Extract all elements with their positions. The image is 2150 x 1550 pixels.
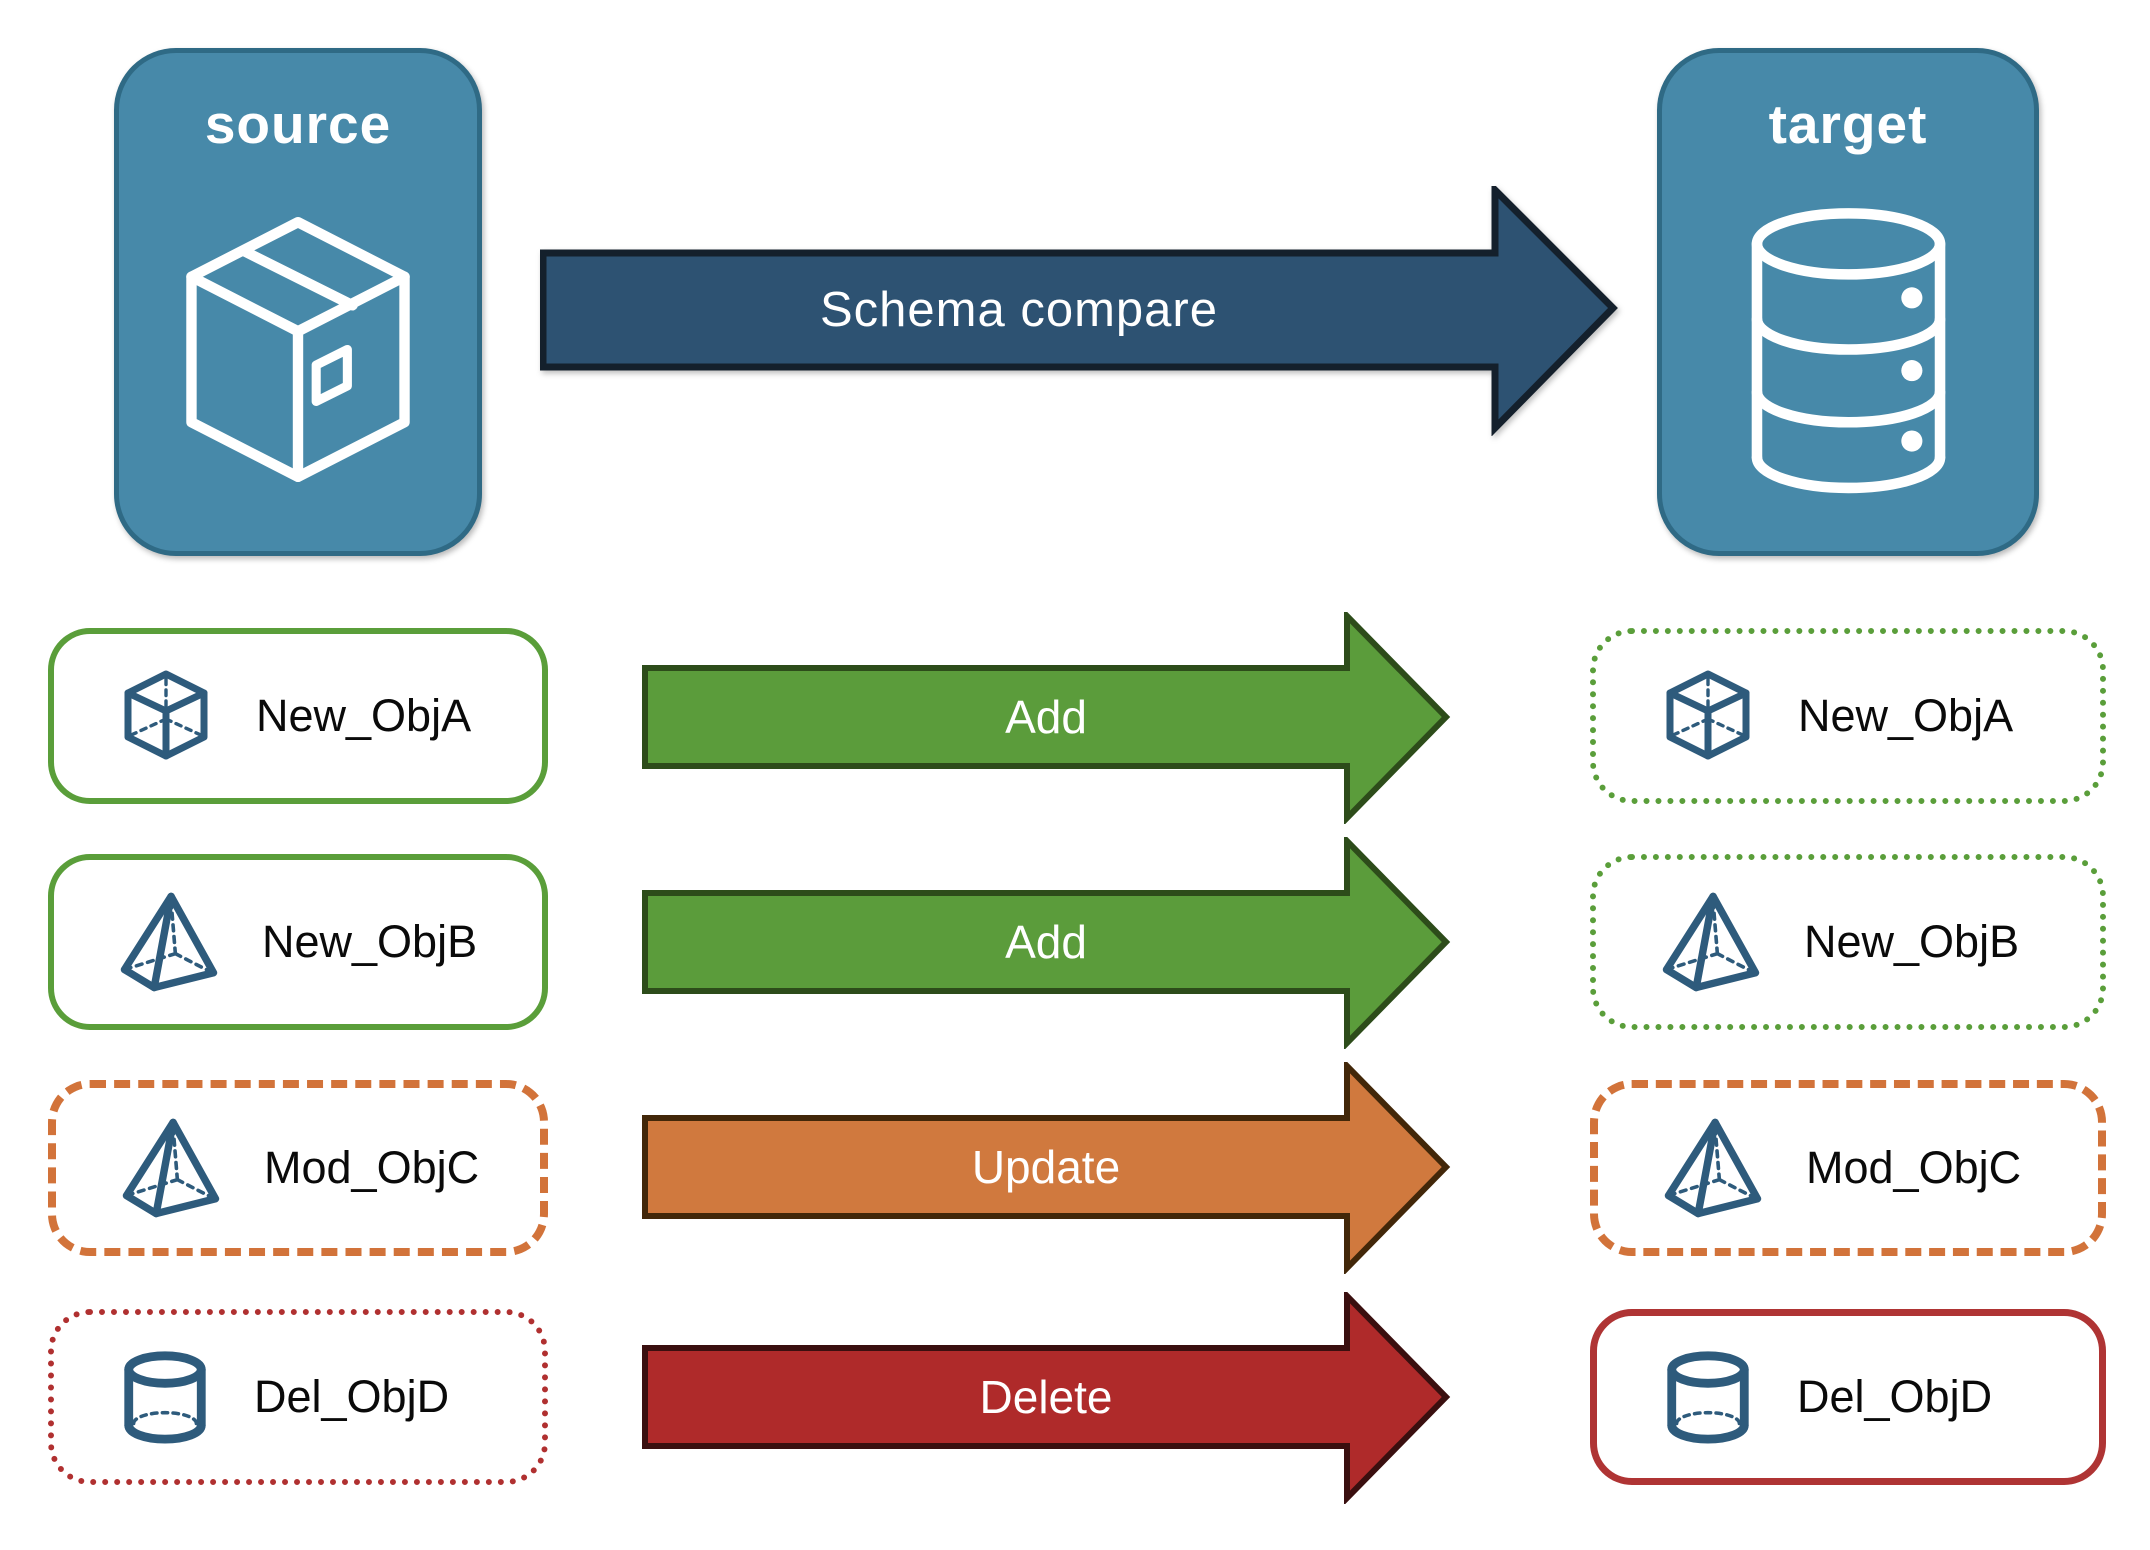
cube-icon <box>116 666 216 766</box>
package-icon <box>168 204 428 495</box>
cylinder-icon <box>116 1348 214 1446</box>
target-node: target <box>1657 48 2039 556</box>
object-label: New_ObjA <box>1798 690 2014 741</box>
cylinder-icon <box>1659 1348 1757 1446</box>
pyramid-icon <box>116 889 222 995</box>
target-object-del-objd: Del_ObjD <box>1590 1309 2106 1485</box>
delete-arrow <box>642 1292 1451 1504</box>
cube-icon <box>1658 666 1758 766</box>
object-label: New_ObjB <box>262 916 478 967</box>
source-object-del-objd: Del_ObjD <box>48 1309 548 1485</box>
object-label: New_ObjA <box>256 690 472 741</box>
target-object-mod-objc: Mod_ObjC <box>1590 1080 2106 1256</box>
object-label: Mod_ObjC <box>264 1142 480 1193</box>
pyramid-icon <box>1658 889 1764 995</box>
object-label: Del_ObjD <box>254 1371 450 1422</box>
source-object-new-objb: New_ObjB <box>48 854 548 1030</box>
object-label: New_ObjB <box>1804 916 2020 967</box>
object-label: Del_ObjD <box>1797 1371 1993 1422</box>
schema-compare-arrow <box>540 186 1618 436</box>
source-object-new-obja: New_ObjA <box>48 628 548 804</box>
source-node-title: source <box>204 93 392 155</box>
source-node: source <box>114 48 482 556</box>
add-arrow <box>642 837 1451 1049</box>
object-label: Mod_ObjC <box>1806 1142 2022 1193</box>
add-arrow <box>642 612 1451 824</box>
target-node-title: target <box>1768 93 1928 155</box>
target-object-new-objb: New_ObjB <box>1590 854 2106 1030</box>
update-arrow <box>642 1062 1451 1274</box>
target-object-new-obja: New_ObjA <box>1590 628 2106 804</box>
database-icon <box>1731 204 1966 495</box>
source-object-mod-objc: Mod_ObjC <box>48 1080 548 1256</box>
pyramid-icon <box>118 1115 224 1221</box>
pyramid-icon <box>1660 1115 1766 1221</box>
